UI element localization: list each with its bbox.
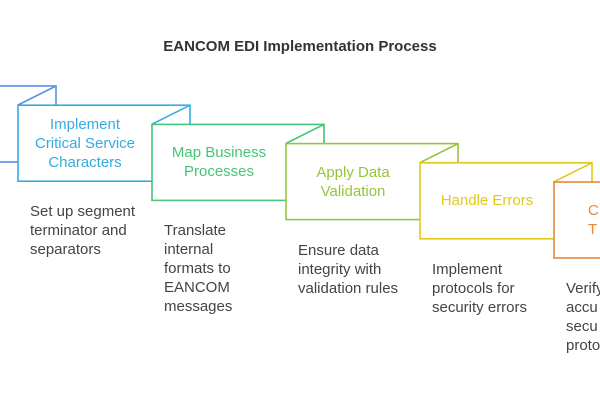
step-fold <box>17 85 57 106</box>
step-box-outline <box>553 181 600 259</box>
step-description: Translate internal formats to EANCOM mes… <box>164 222 233 316</box>
step-fold <box>419 142 459 164</box>
diagram-title: EANCOM EDI Implementation Process <box>163 38 437 55</box>
step-fold <box>151 104 191 125</box>
step-fold <box>553 162 593 183</box>
step-fold <box>285 123 325 145</box>
step-description: Verify accu secu proto <box>566 280 600 354</box>
step-description: Set up segment terminator and separators <box>30 203 136 259</box>
step-label: Handle Errors <box>440 192 534 210</box>
step-box-5 <box>553 181 600 259</box>
step-description: Ensure data integrity with validation ru… <box>298 241 399 297</box>
step-description: Implement protocols for security errors <box>432 260 528 316</box>
